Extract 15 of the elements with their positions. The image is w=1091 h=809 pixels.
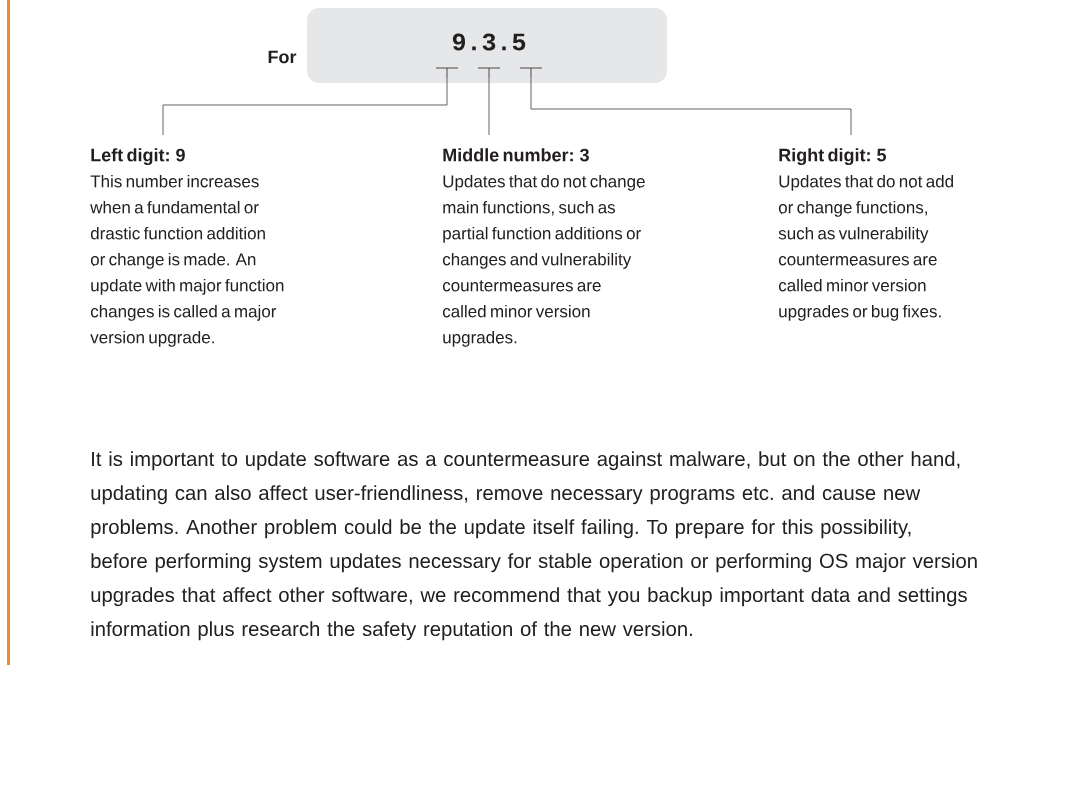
column-text: This number increases when a fundamental or drastic function addition or change is made. An update with major function changes is called a major version upgrade. bbox=[90, 174, 284, 347]
digit-tick bbox=[477, 67, 501, 79]
column-text: Updates that do not add or change functions, such as vulnerability countermeasures are called minor version upgrades or bug fixes. bbox=[778, 174, 953, 321]
leader-line bbox=[488, 77, 490, 136]
column-heading: Middle number: 3 bbox=[443, 148, 589, 162]
digit-tick bbox=[435, 67, 459, 79]
leader-line bbox=[162, 77, 448, 136]
leader-line bbox=[530, 77, 852, 136]
column-text: Updates that do not change main functions, such as partial function additions or changes and vulnerability countermeasures are called minor version upgrades. bbox=[442, 174, 645, 347]
digit-tick bbox=[519, 67, 543, 79]
column-heading: Left digit: 9 bbox=[91, 148, 185, 166]
body-paragraph: It is important to update software as a countermeasure against malware, but on the other hand, updating can also affect user-friendliness, remove necessary programs etc. and cause new problems. Another problem could be the update itself failing. To prepare for this possibility, before performing system updates necessary for stable operation or performing OS major version upgrades that affect other software, we recommend that you backup important data and settings information plus research the safety reputation of the new version. bbox=[91, 451, 977, 641]
column-heading: Right digit: 5 bbox=[779, 148, 887, 166]
prefix-label: For bbox=[268, 50, 297, 64]
version-box: 9.3.5 bbox=[307, 8, 667, 83]
